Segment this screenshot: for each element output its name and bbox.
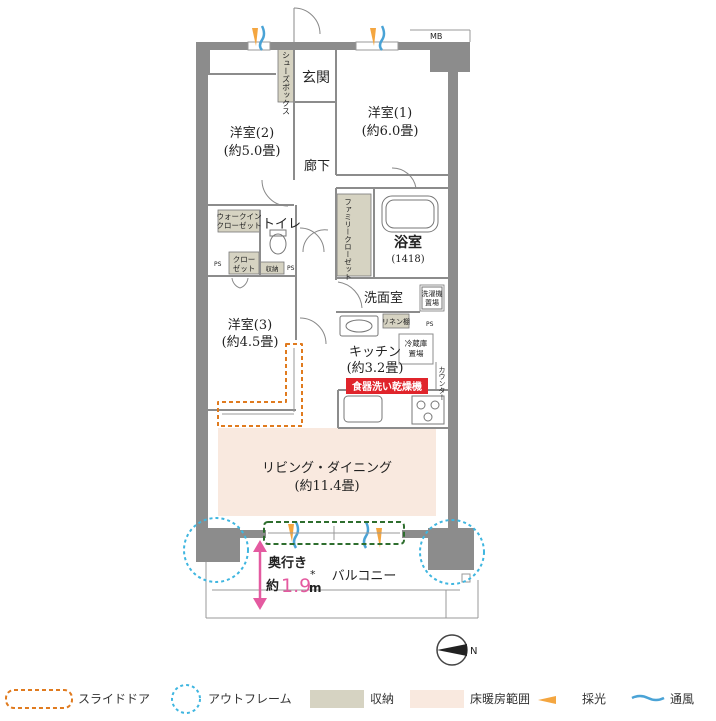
legend-storage: 収納 (370, 692, 394, 706)
legend-slide-door-swatch (5, 689, 73, 709)
linen-shelf-storage (382, 313, 410, 329)
room1-name: 洋室(1) (368, 105, 412, 121)
legend-outframe-swatch (171, 684, 201, 714)
legend: スライドドア アウトフレーム 収納 床暖房範囲 採光 通風 (5, 684, 694, 714)
entrance-label: 玄関 (302, 69, 330, 86)
ps-left-label: PS (214, 261, 222, 268)
room2-name: 洋室(2) (230, 125, 274, 141)
counter-label: カウンター (438, 366, 446, 401)
mb-area (410, 29, 471, 42)
washbasin (339, 315, 379, 337)
legend-outframe: アウトフレーム (208, 692, 292, 706)
legend-storage-swatch (310, 690, 364, 708)
legend-daylight: 採光 (582, 692, 606, 706)
outframe-left (183, 517, 249, 583)
kitchen-size: (約3.2畳) (347, 361, 404, 376)
interior-walls (208, 50, 448, 429)
bath-size: (1418) (391, 254, 424, 265)
room1-size: (約6.0畳) (362, 124, 419, 139)
outer-walls (196, 42, 474, 570)
floor-heating-area (218, 428, 436, 516)
ps-right-label: PS (426, 321, 434, 328)
dishwasher-badge (346, 378, 428, 394)
bathtub (381, 195, 439, 233)
closet-label-2: ゼット (233, 263, 256, 273)
north-label: N (470, 646, 477, 657)
walkin-label-1: ウォークイン (217, 212, 262, 221)
washer-label-1: 洗濯機 (422, 289, 443, 298)
window-sash (268, 526, 400, 540)
legend-slide-door: スライドドア (78, 692, 150, 706)
stove (411, 395, 445, 425)
slide-door-rails (222, 348, 295, 415)
kitchen-name: キッチン (349, 345, 401, 360)
depth-label: 奥行き (268, 555, 307, 571)
compass-icon (436, 634, 468, 666)
legend-floor-heating-swatch (410, 690, 464, 708)
depth-value: 1.9 (281, 575, 311, 597)
mb-label: MB (430, 32, 442, 41)
fridge-label-1: 冷蔵庫 (405, 338, 428, 348)
toilet-bowl (269, 233, 287, 255)
shoebox-label: シューズボックス (282, 51, 291, 115)
family-closet-label: ファミリークローゼット (343, 198, 352, 281)
balcony-label: バルコニー (332, 569, 397, 584)
legend-floor-heating: 床暖房範囲 (470, 691, 530, 706)
washer-label-2: 置場 (425, 298, 439, 307)
hallway-label: 廊下 (304, 158, 330, 174)
balcony-outline (205, 562, 479, 619)
washer-storage (419, 284, 445, 312)
living-size: (約11.4畳) (294, 479, 359, 494)
walkin-label-2: クローゼット (217, 220, 262, 230)
kitchen-sink (343, 395, 383, 423)
living-name: リビング・ダイニング (262, 461, 392, 476)
window-box (263, 521, 405, 545)
ps-mid-label: PS (287, 265, 295, 272)
family-closet-storage (336, 193, 372, 277)
legend-ventilation: 通風 (670, 692, 694, 706)
depth-note: * (310, 568, 316, 581)
washroom-label: 洗面室 (364, 290, 403, 306)
toilet-label: トイレ (262, 217, 301, 232)
door-swings (231, 7, 417, 345)
linen-shelf-label: リネン棚 (382, 317, 410, 326)
depth-prefix: 約 (266, 578, 279, 594)
depth-unit: m (309, 581, 322, 595)
room3-size: (約4.5畳) (222, 335, 279, 350)
ventilation-markers (258, 25, 665, 702)
toilet-storage-label: 収納 (266, 264, 279, 273)
outframe-right (419, 519, 485, 585)
fridge-label-2: 置場 (409, 348, 424, 358)
room3-name: 洋室(3) (228, 317, 272, 333)
room2-size: (約5.0畳) (224, 144, 281, 159)
depth-arrow (253, 540, 267, 610)
dishwasher-label: 食器洗い乾燥機 (351, 380, 422, 393)
closet-label-1: クロー (233, 255, 256, 264)
slide-door-outline (217, 343, 303, 427)
bath-label: 浴室 (394, 234, 422, 251)
fixtures (269, 195, 445, 425)
